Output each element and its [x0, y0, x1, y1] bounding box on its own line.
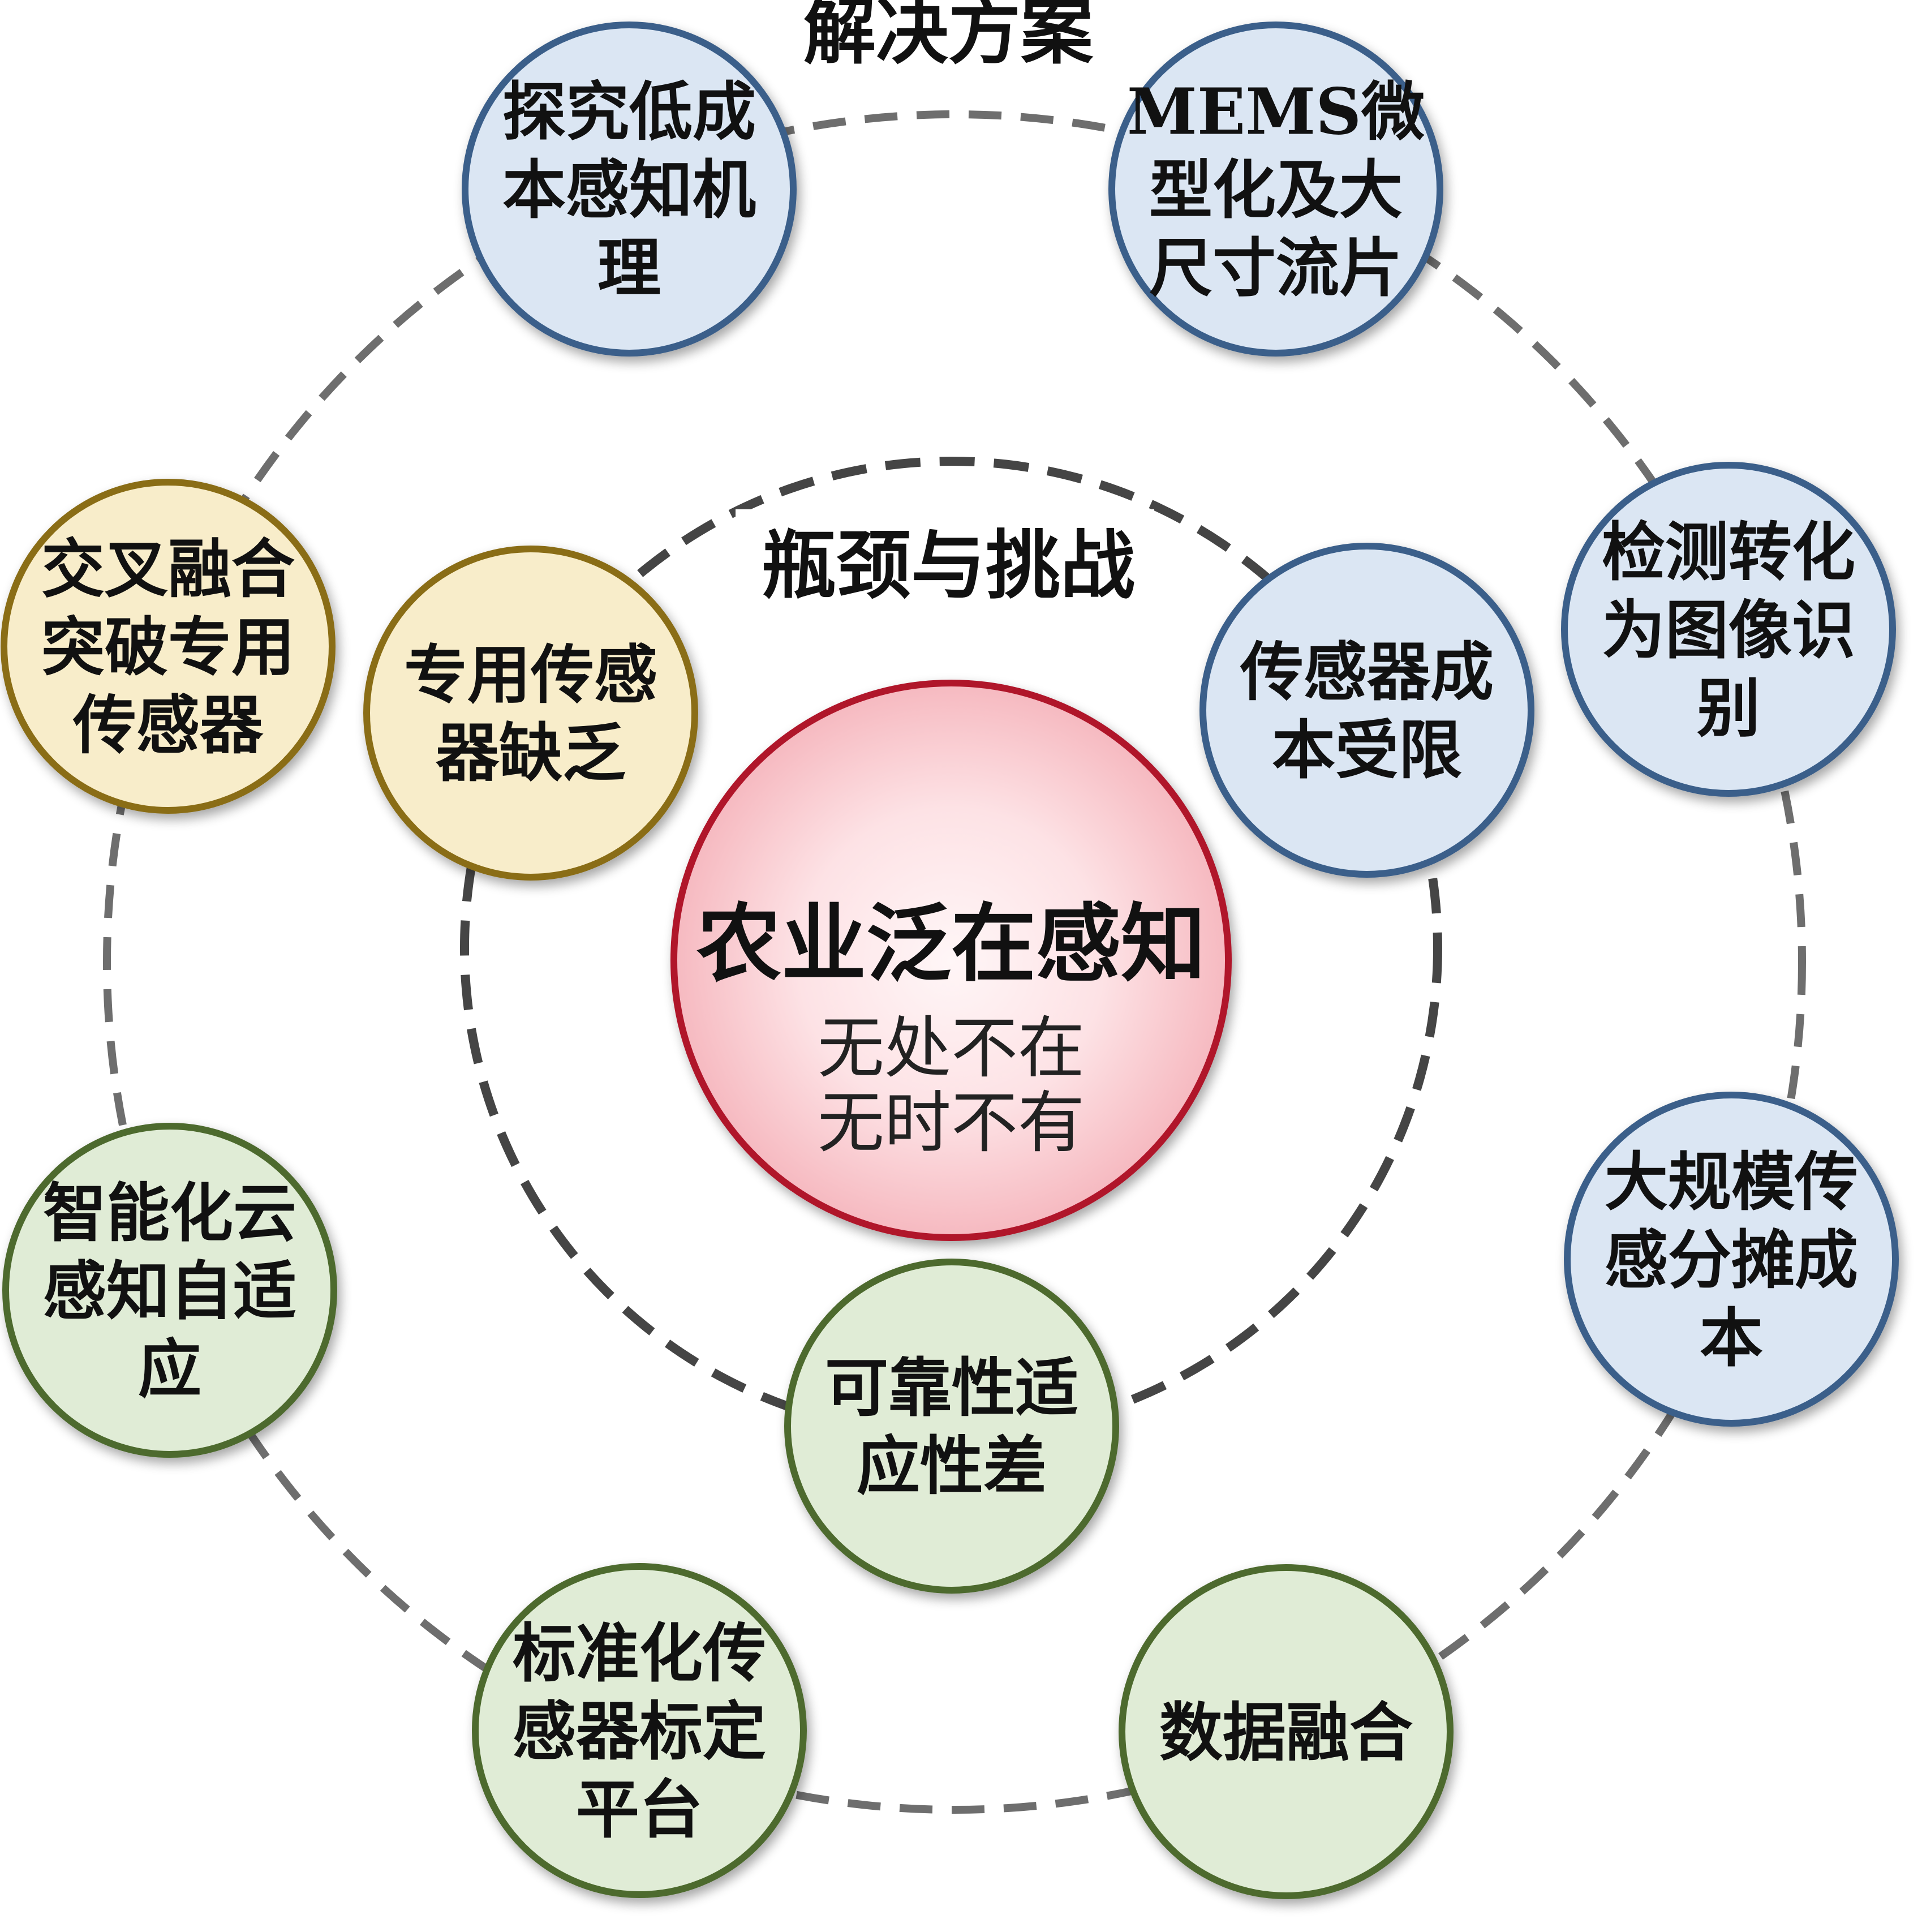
inner-node-label-line: 器缺乏	[436, 716, 626, 790]
outer-node-label-line: 交叉融合	[41, 532, 295, 606]
inner-node-circle	[363, 546, 698, 881]
inner-node-label-line: 可靠性适	[825, 1351, 1078, 1425]
inner-node-label-line: 传感器成	[1240, 635, 1494, 709]
outer-node-label-line: 本	[1700, 1301, 1763, 1375]
center-title: 农业泛在感知	[696, 894, 1206, 994]
center-node: 农业泛在感知 无处不在 无时不有	[670, 680, 1232, 1241]
outer-node-label-line: 应	[138, 1332, 201, 1406]
outer-ring	[103, 110, 1806, 1814]
outer-node-label-line: 智能化云	[43, 1176, 296, 1250]
nodes-layer: 探究低成本感知机理MEMS微型化及大尺寸流片检测转化为图像识别大规模传感分摊成本…	[1, 22, 1899, 1899]
outer-node-label-line: 理	[597, 231, 661, 305]
inner-ring-title: 瓶颈与挑战	[762, 522, 1135, 609]
outer-node-label-line: 突破专用	[41, 610, 295, 684]
outer-node-label-line: 标准化传	[513, 1616, 766, 1690]
center-subtitle-line-1: 无处不在	[818, 1009, 1085, 1087]
center-circle	[670, 680, 1232, 1241]
outer-node-label-line: 感器标定	[513, 1694, 766, 1768]
inner-node-label-line: 专用传感	[404, 638, 657, 712]
outer-node-circle	[462, 22, 797, 357]
center-subtitle-line-2: 无时不有	[818, 1084, 1085, 1162]
outer-node-label-line: 别	[1697, 671, 1760, 745]
outer-node-label-line: 检测转化	[1602, 515, 1855, 589]
outer-node-circle	[1119, 1564, 1454, 1899]
outer-node-label-line: 大规模传	[1605, 1145, 1858, 1219]
outer-node-label-line: 感分摊成	[1605, 1223, 1858, 1297]
outer-node-label-line: 本感知机	[502, 153, 756, 227]
outer-node-label-line: 尺寸流片	[1149, 231, 1403, 305]
outer-node-circle	[1564, 1092, 1899, 1427]
outer-node-circle	[1561, 462, 1896, 797]
outer-node-label-line: 数据融合	[1159, 1695, 1413, 1770]
inner-ring-title-backdrop	[736, 509, 1154, 606]
outer-node-label-line: 探究低成	[502, 75, 756, 149]
inner-node-circle	[784, 1259, 1119, 1594]
outer-node-circle	[1, 479, 336, 814]
inner-node-label-line: 本受限	[1272, 713, 1462, 787]
outer-node-label-line: 传感器	[72, 688, 264, 762]
outer-node-label-line: MEMS微	[1127, 75, 1425, 149]
outer-ring-title: 解决方案	[803, 0, 1094, 74]
outer-node-label-line: 型化及大	[1149, 153, 1403, 227]
inner-node-label-line: 应性差	[857, 1429, 1047, 1503]
outer-node-circle	[2, 1123, 337, 1458]
outer-node-label-line: 感知自适	[43, 1254, 296, 1328]
outer-node-circle	[1108, 22, 1443, 357]
outer-ring-title-backdrop	[764, 0, 1115, 79]
outer-node-circle	[472, 1563, 807, 1898]
outer-node-label-line: 平台	[576, 1772, 703, 1847]
inner-node-circle	[1199, 543, 1534, 878]
outer-node-label-line: 为图像识	[1602, 593, 1855, 667]
outer-node-data-fusion: 数据融合	[1119, 1564, 1454, 1899]
